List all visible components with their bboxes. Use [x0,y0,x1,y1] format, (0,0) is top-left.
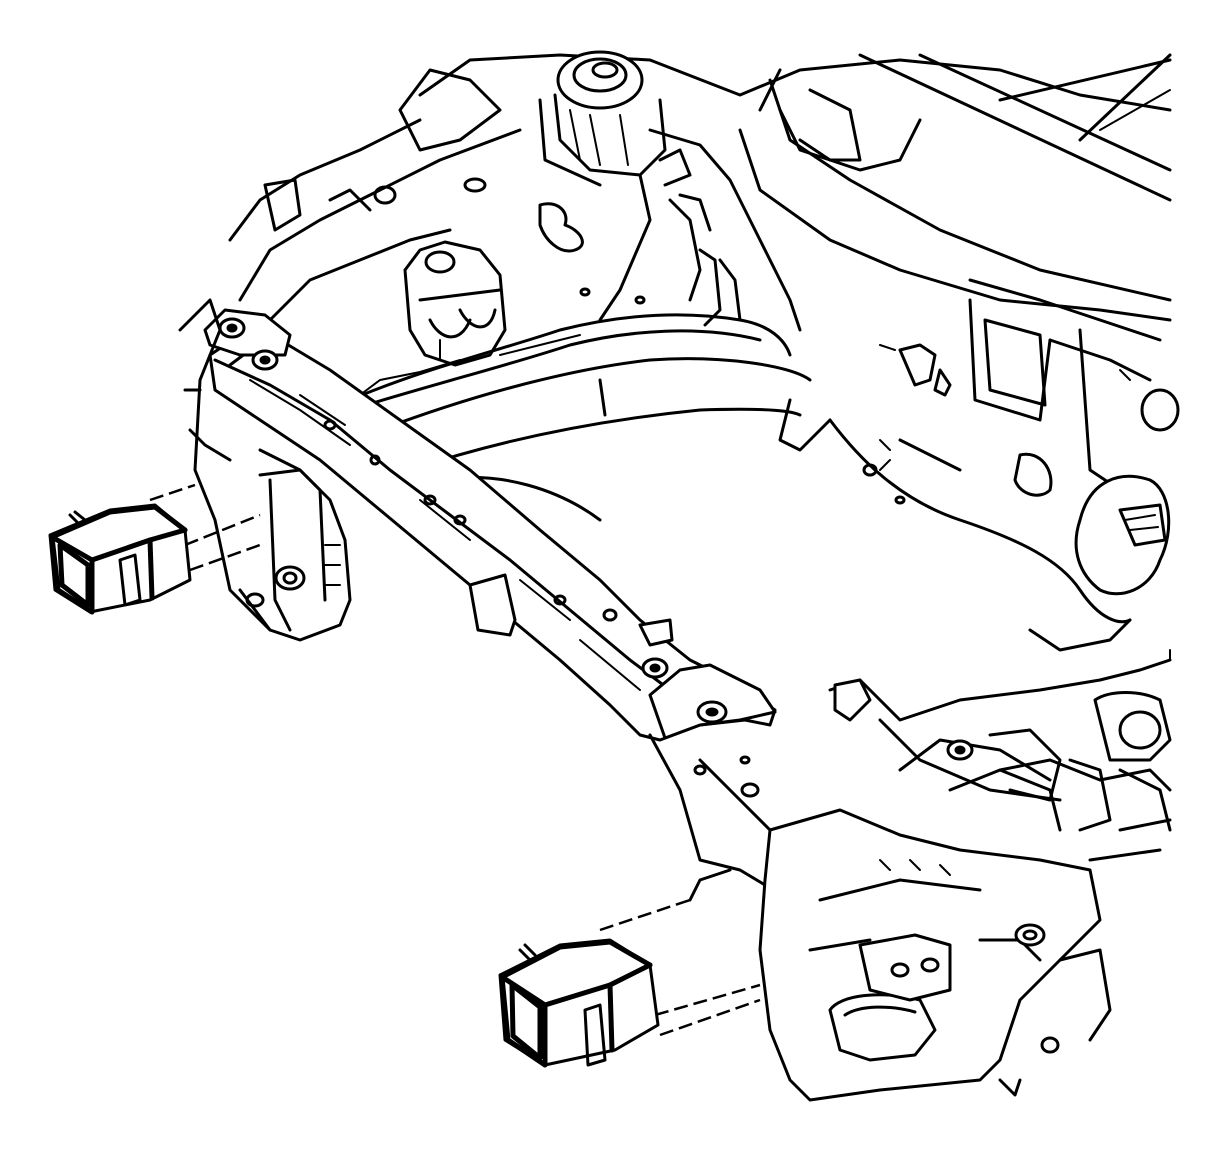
right-upper-structure [828,618,1172,832]
right-frame-rail [648,733,1172,1102]
upper-body-structure [228,50,1180,497]
detail-marks [579,287,1171,798]
front-subframe [203,308,1171,742]
left-tow-hook-receiver [48,483,261,615]
right-tow-hook-receiver [498,868,761,1068]
left-frame-rail [178,298,352,642]
